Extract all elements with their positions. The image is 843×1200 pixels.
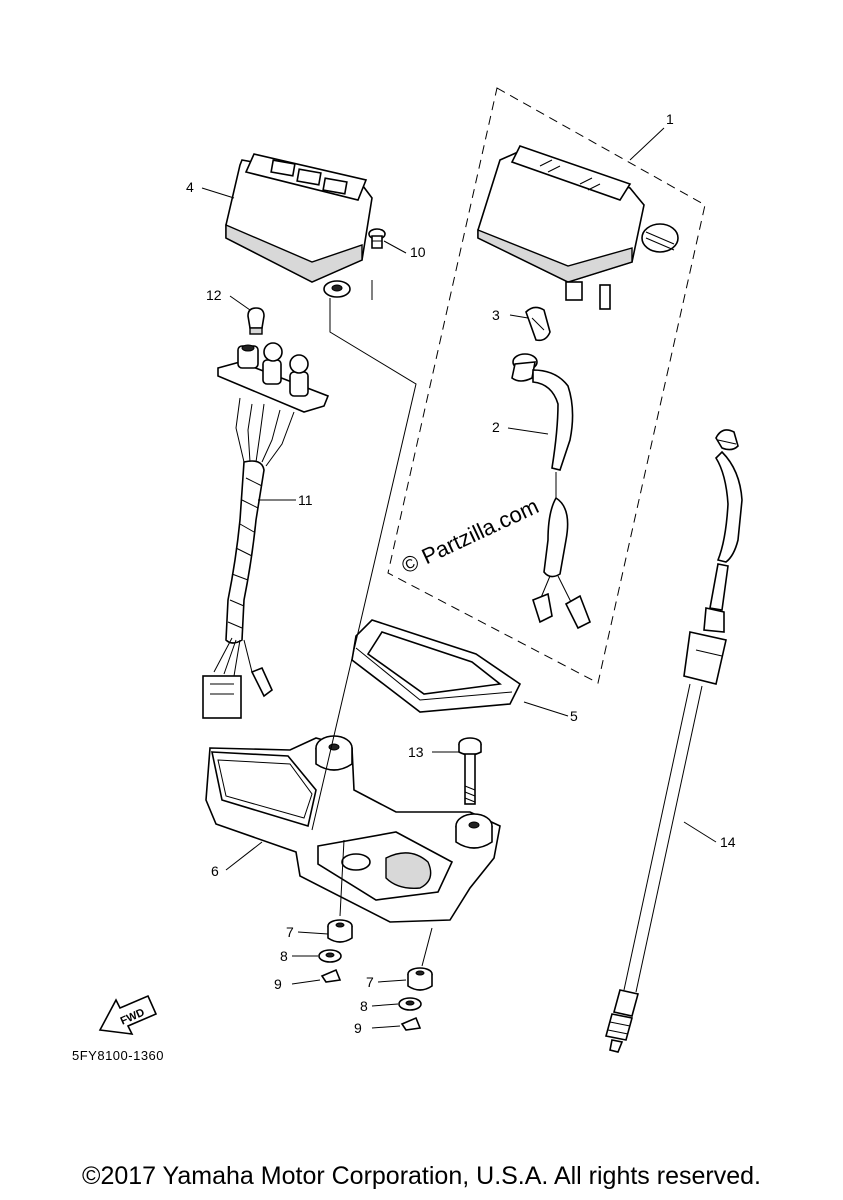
part-8-washer-upper[interactable]: [318, 949, 342, 963]
part-14-cable[interactable]: [605, 429, 743, 1053]
part-9-clip-lower[interactable]: [400, 1016, 422, 1031]
part-4-meter-cover[interactable]: [225, 153, 373, 298]
callout-7b[interactable]: 7: [366, 974, 374, 990]
part-5-damper[interactable]: [351, 619, 522, 713]
callout-5[interactable]: 5: [570, 708, 578, 724]
callout-9b[interactable]: 9: [354, 1020, 362, 1036]
part-6-bracket[interactable]: [205, 735, 501, 923]
callout-2[interactable]: 2: [492, 419, 500, 435]
callout-4[interactable]: 4: [186, 179, 194, 195]
leader-lines: [201, 127, 717, 1029]
callout-13[interactable]: 13: [408, 744, 424, 760]
callout-8b[interactable]: 8: [360, 998, 368, 1014]
callout-6[interactable]: 6: [211, 863, 219, 879]
callout-1[interactable]: 1: [666, 111, 674, 127]
part-2-cord[interactable]: [511, 353, 592, 630]
watermark: © Partzilla.com: [398, 493, 543, 578]
part-1-meter-assembly[interactable]: [477, 145, 679, 310]
part-12-bulb[interactable]: [247, 307, 265, 335]
callouts: 1 2 3 4 5 6 7 8 9 7 8 9 10 11 12 13 14: [186, 111, 736, 1036]
part-7-grommet-lower[interactable]: [407, 967, 433, 991]
part-8-washer-lower[interactable]: [398, 997, 422, 1011]
part-10-screw[interactable]: [368, 228, 386, 249]
part-13-bolt[interactable]: [458, 737, 482, 805]
diagram-code: 5FY8100-1360: [72, 1048, 164, 1063]
part-9-clip-upper[interactable]: [320, 968, 342, 983]
callout-12[interactable]: 12: [206, 287, 222, 303]
callout-14[interactable]: 14: [720, 834, 736, 850]
fwd-arrow-icon: FWD: [98, 994, 158, 1035]
callout-3[interactable]: 3: [492, 307, 500, 323]
copyright-notice: ©2017 Yamaha Motor Corporation, U.S.A. A…: [82, 1162, 761, 1190]
part-11-harness[interactable]: [202, 342, 330, 719]
callout-9a[interactable]: 9: [274, 976, 282, 992]
callout-7a[interactable]: 7: [286, 924, 294, 940]
part-3-bulb[interactable]: [525, 306, 551, 342]
assembly-boundary: [387, 87, 706, 684]
callout-11[interactable]: 11: [298, 492, 313, 508]
part-7-grommet-upper[interactable]: [327, 919, 353, 943]
callout-8a[interactable]: 8: [280, 948, 288, 964]
callout-10[interactable]: 10: [410, 244, 426, 260]
